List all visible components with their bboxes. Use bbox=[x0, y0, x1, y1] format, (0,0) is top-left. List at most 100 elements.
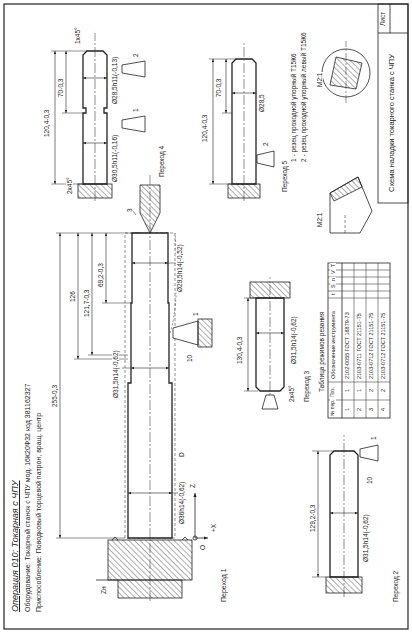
drawing-label: М2:1 bbox=[316, 72, 323, 88]
drawing-stroke bbox=[366, 263, 367, 418]
drawing-stroke bbox=[228, 184, 260, 198]
drawing-stroke bbox=[244, 41, 245, 201]
drawing-stroke bbox=[128, 493, 172, 494]
drawing-stroke bbox=[378, 4, 408, 203]
drawing-stroke bbox=[78, 233, 79, 359]
drawing-stroke bbox=[122, 61, 145, 77]
drawing-stroke bbox=[318, 451, 319, 577]
drawing-stroke bbox=[83, 51, 107, 184]
operation-title: Операция 010: Токарная с ЧПУ bbox=[10, 479, 20, 613]
drawing-stroke bbox=[51, 51, 87, 52]
drawing-stroke bbox=[330, 177, 372, 233]
drawing-label: Оборудование: Токарный станок с ЧПУ мод.… bbox=[24, 383, 32, 613]
drawing-stroke bbox=[140, 185, 160, 233]
drawing-stroke bbox=[342, 263, 343, 418]
drawing-stroke bbox=[88, 355, 128, 356]
drawing-stroke bbox=[232, 59, 256, 184]
drawing-label: М2:1 bbox=[316, 212, 323, 228]
drawing-stroke bbox=[62, 113, 83, 114]
drawing-stroke bbox=[248, 298, 249, 391]
drawing-label: 120,4-0,3 bbox=[43, 109, 50, 138]
drawing-stroke bbox=[168, 263, 176, 264]
drawing-label: V bbox=[330, 269, 336, 275]
drawing-label: Лист bbox=[379, 11, 386, 27]
drawing-label: Схема наладки токарного станка с ЧПУ bbox=[388, 53, 397, 193]
drawing-label: Ø31,5h14(-0,62) bbox=[362, 513, 369, 563]
drawing-label: 10 bbox=[186, 354, 193, 363]
drawing-stroke bbox=[195, 493, 196, 538]
drawing-stroke bbox=[193, 536, 197, 540]
drawing-label: 121,7-0,3 bbox=[83, 289, 90, 318]
drawing-stroke bbox=[60, 233, 61, 538]
drawing-stroke bbox=[330, 451, 358, 577]
drawing-label: 2 bbox=[380, 388, 386, 393]
drawing-label: t bbox=[330, 292, 336, 296]
drawing-stroke bbox=[378, 33, 408, 34]
drawing-stroke bbox=[131, 368, 169, 369]
drawing-stroke bbox=[4, 4, 408, 629]
drawing-stroke bbox=[390, 4, 391, 33]
drawing-stroke bbox=[132, 263, 168, 264]
drawing-stroke bbox=[262, 395, 278, 409]
drawing-label: n bbox=[330, 277, 336, 282]
drawing-label: Обозначение инструмента bbox=[330, 310, 336, 380]
drawing-label: 1 bbox=[344, 388, 350, 393]
drawing-stroke bbox=[102, 303, 131, 304]
drawing-label: Поз. bbox=[330, 386, 336, 398]
drawing-label: 3 bbox=[126, 207, 133, 213]
drawing-stroke bbox=[96, 580, 118, 581]
drawing-label: 2 bbox=[262, 141, 269, 147]
drawing-stroke bbox=[346, 41, 347, 103]
drawing-label: 70-0,3 bbox=[215, 78, 222, 98]
drawing-label: 2х45° bbox=[66, 176, 73, 195]
drawing-label: 2103-0712 ГОСТ 21151-75 bbox=[368, 312, 374, 380]
drawing-stroke bbox=[128, 233, 172, 538]
drawing-label: Ø30,5h11(-0,16) bbox=[111, 134, 118, 183]
drawing-stroke bbox=[56, 233, 140, 234]
drawing-label: 1 bbox=[192, 311, 199, 317]
drawing-stroke bbox=[378, 263, 379, 418]
drawing-stroke bbox=[360, 445, 378, 461]
drawing-stroke bbox=[74, 359, 128, 360]
drawing-stroke bbox=[345, 213, 346, 233]
drawing-stroke bbox=[122, 368, 131, 369]
drawing-stroke bbox=[108, 540, 192, 580]
drawing-stroke bbox=[244, 391, 258, 392]
drawing-label: 2103-0711 ГОСТ 21151-75 bbox=[356, 312, 362, 380]
drawing-stroke bbox=[198, 319, 212, 347]
drawing-stroke bbox=[312, 451, 334, 452]
drawing-stroke bbox=[232, 93, 256, 94]
drawing-stroke bbox=[209, 184, 232, 185]
drawing-stroke bbox=[328, 291, 390, 292]
drawing-stroke bbox=[330, 177, 362, 201]
drawing-stroke bbox=[66, 51, 67, 113]
drawing-stroke bbox=[256, 298, 284, 391]
drawing-label: Z bbox=[189, 483, 196, 489]
drawing-stroke bbox=[328, 270, 390, 271]
drawing-label: 120,4-0,3 bbox=[201, 114, 208, 143]
drawing-label: 1 bbox=[356, 388, 362, 393]
drawing-stroke bbox=[125, 233, 175, 538]
drawing-stroke bbox=[55, 51, 56, 184]
drawing-label: Переход 4 bbox=[158, 145, 165, 178]
drawing-label: 3 bbox=[368, 407, 374, 412]
drawing-label: +X bbox=[210, 523, 217, 533]
drawing-stroke bbox=[83, 143, 107, 144]
drawing-label: 130,4-0,3 bbox=[236, 336, 243, 365]
drawing-label: 129,2-0,3 bbox=[309, 504, 316, 533]
drawing-label: 2103-0712 ГОСТ 21151-75 bbox=[380, 312, 386, 380]
drawing-stroke bbox=[95, 33, 96, 201]
drawing-stroke bbox=[244, 298, 256, 299]
drawing-label: Zн bbox=[100, 585, 107, 595]
drawing-stroke bbox=[354, 263, 355, 418]
drawing-label: Переход 3 bbox=[303, 370, 310, 403]
drawing-stroke bbox=[150, 233, 151, 538]
drawing-label: 10 bbox=[366, 476, 373, 485]
drawing-stroke bbox=[257, 151, 274, 167]
drawing-stroke bbox=[83, 78, 107, 79]
drawing-stroke bbox=[213, 59, 214, 184]
drawing-label: Ø29,5h14(-0,52) bbox=[176, 243, 183, 293]
drawing-stroke bbox=[328, 298, 390, 299]
drawing-label: 2х45° bbox=[288, 384, 295, 403]
